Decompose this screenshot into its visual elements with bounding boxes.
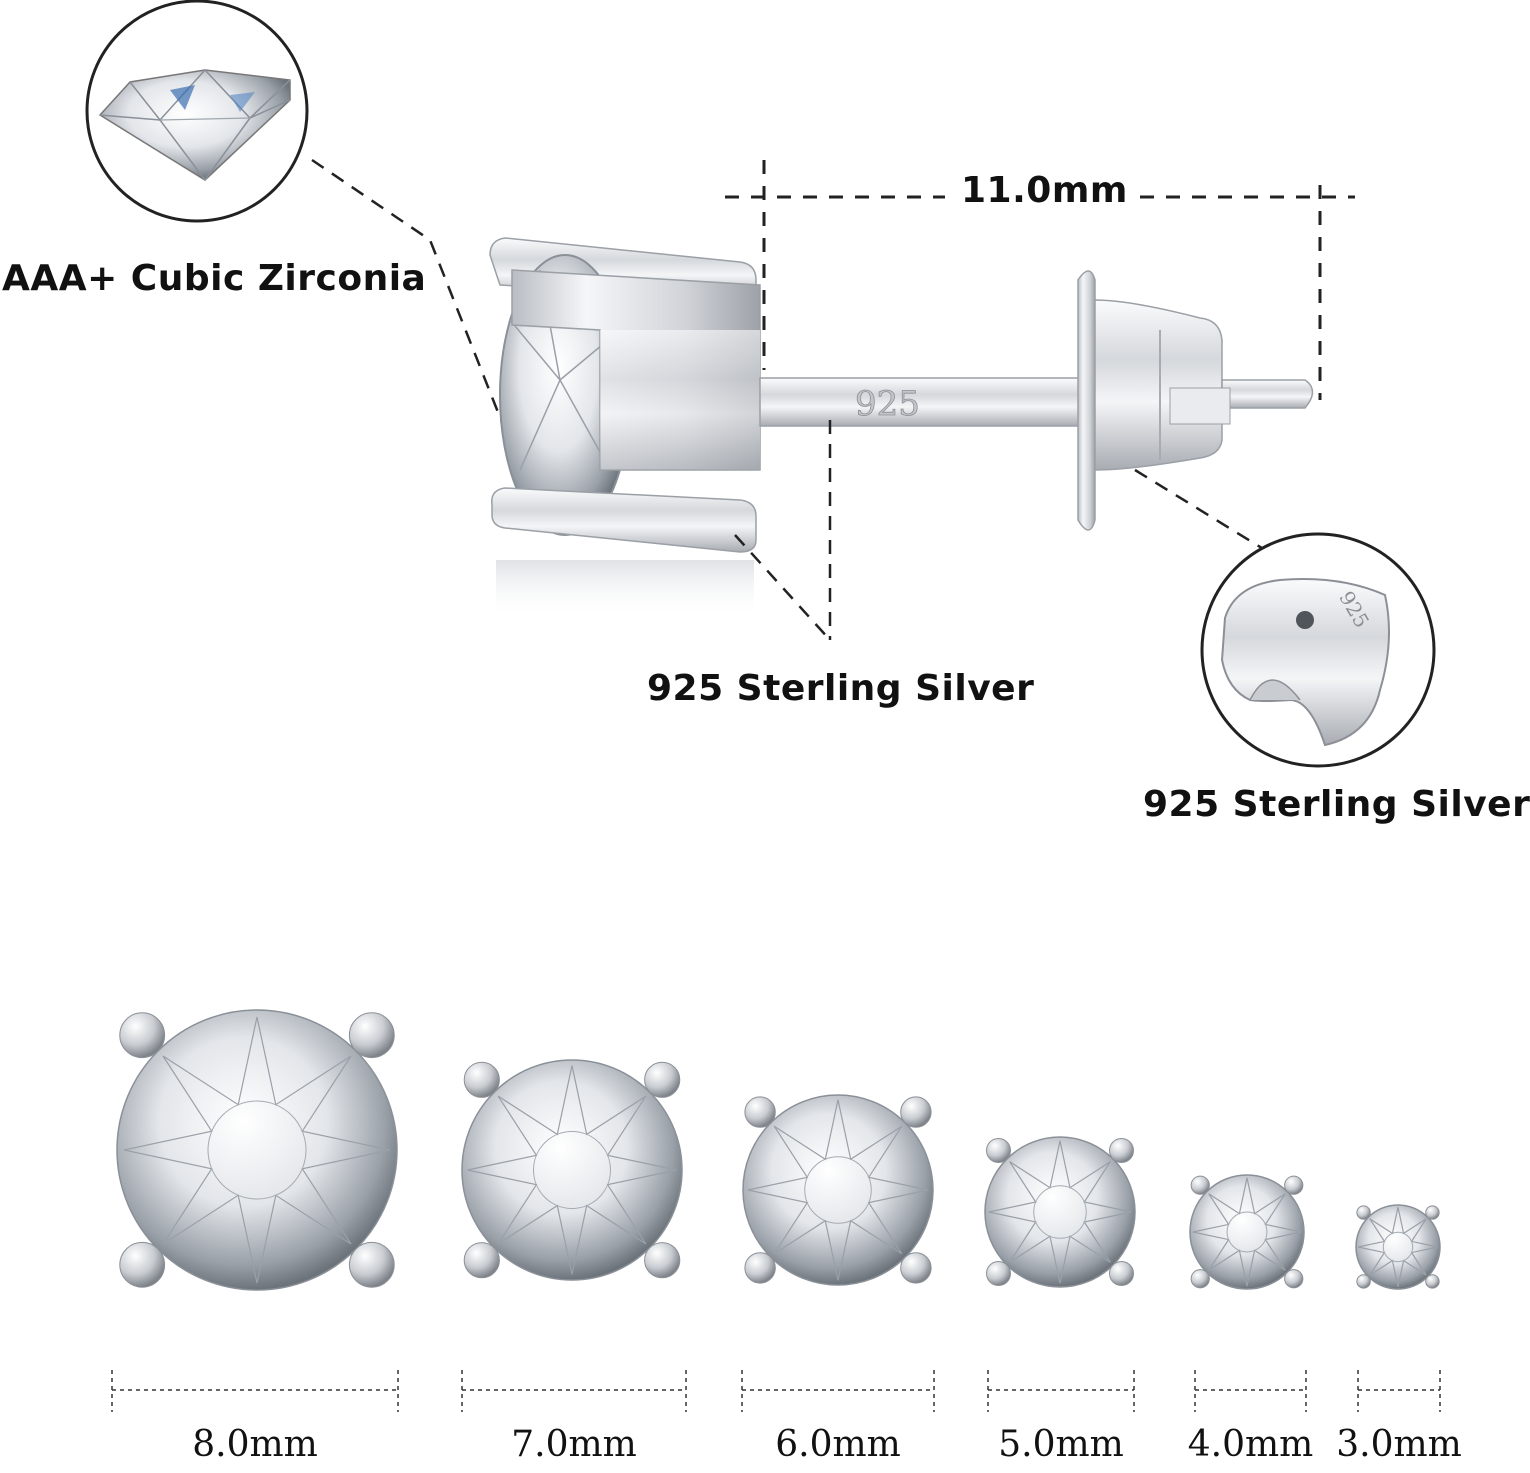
earring-side-view: 925 bbox=[489, 237, 1314, 620]
prong-3 bbox=[463, 1242, 500, 1279]
gem-facets bbox=[988, 1140, 1132, 1284]
prong-2 bbox=[644, 1061, 681, 1098]
size-stud-3 bbox=[741, 1094, 935, 1412]
earring-back-icon: 925 bbox=[1220, 578, 1390, 747]
gem-table bbox=[804, 1156, 872, 1224]
post-material-label: 925 Sterling Silver bbox=[647, 668, 1035, 709]
size-label-2: 7.0mm bbox=[511, 1424, 637, 1465]
prong-1 bbox=[119, 1012, 166, 1059]
prong-3 bbox=[744, 1252, 776, 1284]
prong-3 bbox=[1356, 1274, 1371, 1289]
gem-icon bbox=[742, 1094, 934, 1286]
prong-4 bbox=[644, 1242, 681, 1279]
prong-4 bbox=[348, 1241, 395, 1288]
prong-1 bbox=[1356, 1205, 1371, 1220]
size-label-1: 8.0mm bbox=[192, 1424, 318, 1465]
prong-4 bbox=[1284, 1269, 1304, 1289]
loose-gem-icon bbox=[98, 68, 291, 182]
gem-icon bbox=[461, 1059, 683, 1281]
prong-4 bbox=[900, 1252, 932, 1284]
gem-table bbox=[1226, 1211, 1268, 1253]
prong-3 bbox=[986, 1261, 1011, 1286]
prong-2 bbox=[348, 1012, 395, 1059]
gem-facets bbox=[747, 1099, 929, 1281]
earring-back-inset: 925 bbox=[1200, 532, 1436, 768]
connector-line-back bbox=[1134, 468, 1266, 552]
prong-2 bbox=[1284, 1175, 1304, 1195]
prong-4 bbox=[1109, 1261, 1134, 1286]
size-stud-4 bbox=[984, 1136, 1136, 1412]
size-stud-6 bbox=[1355, 1204, 1441, 1412]
gem-facets bbox=[1357, 1206, 1439, 1288]
gem-table bbox=[207, 1100, 307, 1200]
back-material-label: 925 Sterling Silver bbox=[1143, 784, 1530, 825]
stone-label: AAA+ Cubic Zirconia bbox=[2, 258, 427, 299]
gem-table bbox=[1382, 1231, 1414, 1263]
prong-1 bbox=[463, 1061, 500, 1098]
size-row bbox=[111, 1009, 1441, 1412]
size-label-3: 6.0mm bbox=[775, 1424, 901, 1465]
prong-3 bbox=[119, 1241, 166, 1288]
length-label: 11.0mm bbox=[961, 170, 1128, 211]
size-stud-5 bbox=[1189, 1174, 1307, 1412]
length-dimension bbox=[725, 160, 1355, 400]
gem-icon bbox=[984, 1136, 1136, 1288]
earring-illustration: 925 925 bbox=[85, 0, 1441, 1412]
size-stud-1 bbox=[111, 1009, 399, 1412]
size-stud-2 bbox=[461, 1059, 687, 1412]
prong-2 bbox=[1425, 1205, 1440, 1220]
size-label-5: 4.0mm bbox=[1187, 1424, 1314, 1465]
gem-icon bbox=[116, 1009, 398, 1291]
gem-table bbox=[533, 1131, 611, 1209]
gem-icon bbox=[1189, 1174, 1305, 1290]
size-label-6: 3.0mm bbox=[1336, 1424, 1462, 1465]
prong-1 bbox=[1190, 1175, 1210, 1195]
loose-gem-inset bbox=[85, 0, 309, 223]
prong-2 bbox=[900, 1096, 932, 1128]
gem-icon bbox=[1355, 1204, 1441, 1290]
prong-3 bbox=[1190, 1269, 1210, 1289]
post-stamp: 925 bbox=[855, 384, 920, 424]
gem-facets bbox=[123, 1016, 391, 1284]
prong-1 bbox=[986, 1138, 1011, 1163]
gem-facets bbox=[1192, 1177, 1302, 1287]
gem-facets bbox=[467, 1065, 677, 1275]
prong-4 bbox=[1425, 1274, 1440, 1289]
prong-1 bbox=[744, 1096, 776, 1128]
prong-2 bbox=[1109, 1138, 1134, 1163]
gem-table bbox=[1033, 1185, 1087, 1239]
size-label-4: 5.0mm bbox=[998, 1424, 1124, 1465]
